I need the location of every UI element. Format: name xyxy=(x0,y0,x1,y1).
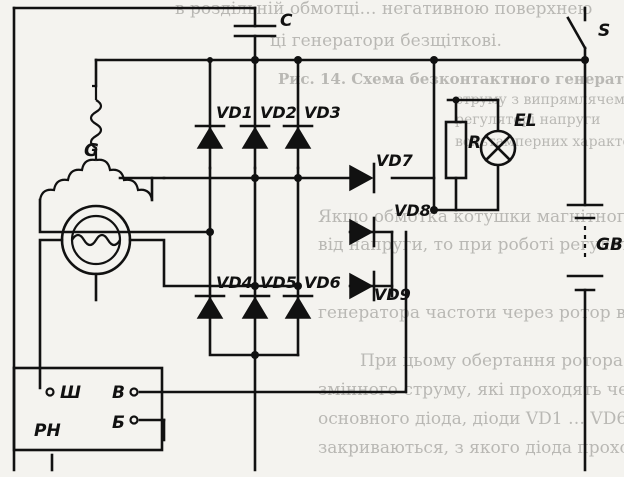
stator-winding-phase-b xyxy=(38,158,97,201)
diode-vd2 xyxy=(239,124,271,149)
terminal-v-dot xyxy=(129,387,139,397)
bg-line-1: в роздільній обмотці… негативною поверхн… xyxy=(175,0,592,19)
junction-13 xyxy=(452,96,460,104)
regulator-box xyxy=(12,366,164,452)
resistor-r: R xyxy=(444,120,481,180)
rotor-field-winding xyxy=(71,233,121,247)
phase-b-to-bridge xyxy=(38,198,212,234)
resistor-body xyxy=(444,120,468,180)
vd1-label: VD1 xyxy=(216,103,253,122)
bg-line-3b: ... xyxy=(520,70,536,88)
vd8-label: VD8 xyxy=(394,201,431,220)
switch-label: S xyxy=(598,21,610,41)
bg-line-7: Якщо обмотка котушки магнітного поля пов… xyxy=(318,207,624,227)
capacitor-c: C xyxy=(233,11,293,38)
terminal-v-label: В xyxy=(112,383,125,403)
stator-winding-phase-c xyxy=(95,158,154,201)
diode-vd4 xyxy=(194,294,226,319)
battery-label: GB xyxy=(596,235,623,255)
bg-line-9: генератора частоти через ротор вихідних … xyxy=(318,303,624,323)
bg-line-11: змінного струму, які проходять через обм… xyxy=(318,380,624,400)
background-text: в роздільній обмотці… негативною поверхн… xyxy=(175,0,624,458)
junction-3 xyxy=(294,56,302,64)
junction-4 xyxy=(430,56,438,64)
regulator-label: РН xyxy=(34,421,61,441)
bg-line-3: Рис. 14. Схема безконтактного генератора… xyxy=(278,70,624,88)
resistor-bottom-lead xyxy=(432,176,458,212)
vd5-label: VD5 xyxy=(260,273,297,292)
capacitor-label: C xyxy=(280,11,293,31)
bg-line-12: основного діода, діоди VD1 … VD6 … xyxy=(318,409,624,429)
lamp-circle xyxy=(479,129,517,167)
diode-vd3 xyxy=(282,124,314,149)
bg-line-5: регуляторі напруги xyxy=(455,112,600,128)
switch-s: S xyxy=(566,16,610,50)
stator-winding-phase-a xyxy=(89,99,103,160)
voltage-regulator: РН Ш В Б xyxy=(12,366,164,452)
junction-12 xyxy=(430,206,438,214)
switch-blade xyxy=(566,16,587,50)
lamp-label: EL xyxy=(514,111,536,131)
junction-6 xyxy=(251,174,259,182)
diode-vd8 xyxy=(349,216,376,248)
vd7-label: VD7 xyxy=(376,151,414,170)
diode-vd1 xyxy=(194,124,226,149)
diode-vd6 xyxy=(282,294,314,319)
vd9-label: VD9 xyxy=(374,285,411,304)
terminal-sh-label: Ш xyxy=(60,383,81,403)
diode-vd7 xyxy=(349,162,376,194)
phase-a-lead xyxy=(92,84,98,100)
junction-11 xyxy=(251,351,259,359)
bg-line-13: закриваються, з якого діода проходить … xyxy=(318,438,624,458)
junctions xyxy=(206,56,589,359)
vd3-label: VD3 xyxy=(304,103,341,122)
vd4-label: VD4 xyxy=(216,273,253,292)
bg-line-10: При цьому обертання ротора пропорційно … xyxy=(360,351,624,371)
vd2-label: VD2 xyxy=(260,103,297,122)
diode-vd9 xyxy=(349,270,376,302)
vd8-to-regulator-v xyxy=(138,230,408,394)
terminal-sh-dot xyxy=(45,387,55,397)
diode-vd5 xyxy=(239,294,271,319)
terminal-b-label: Б xyxy=(112,413,125,433)
junction-1 xyxy=(251,56,259,64)
junction-7 xyxy=(294,174,302,182)
rotor-lead-right xyxy=(128,238,300,288)
junction-5 xyxy=(581,56,589,64)
lamp-cross-2 xyxy=(484,134,512,162)
terminal-b-dot xyxy=(129,415,139,425)
lamp-bottom-lead xyxy=(454,164,500,212)
battery-gb: GB xyxy=(566,203,623,292)
vd6-label: VD6 xyxy=(304,273,341,292)
auxiliary-diodes: VD7 VD8 VD9 xyxy=(349,151,431,304)
lamp-el: EL xyxy=(479,111,536,167)
resistor-label: R xyxy=(468,133,481,153)
bg-line-8: від напруги, то при роботі регулятора xyxy=(318,235,624,255)
bg-line-2: ці генератори безщіткові. xyxy=(270,31,502,51)
generator-label: G xyxy=(84,140,99,161)
rotor-lead-left xyxy=(38,238,64,390)
generator-g: G xyxy=(38,58,300,390)
